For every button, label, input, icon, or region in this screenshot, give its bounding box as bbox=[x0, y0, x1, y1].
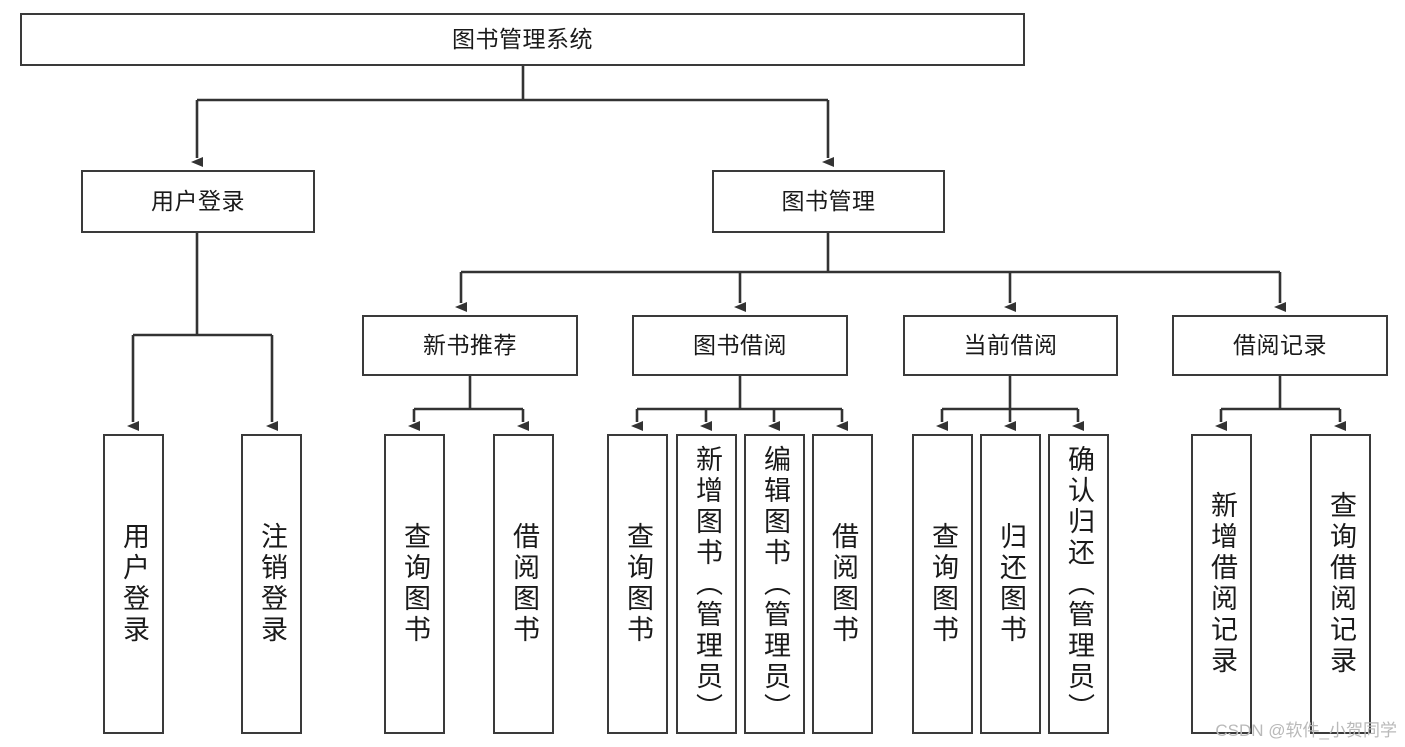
node-leaf-query-book-2[interactable]: 查询图书 bbox=[607, 434, 668, 734]
node-current-borrow[interactable]: 当前借阅 bbox=[903, 315, 1118, 376]
node-book-borrow-label: 图书借阅 bbox=[693, 331, 787, 358]
node-new-book-rec-label: 新书推荐 bbox=[423, 331, 517, 358]
node-leaf-borrow-book-1[interactable]: 借阅图书 bbox=[493, 434, 554, 734]
node-leaf-add-book-label: 新增图书（管理员） bbox=[692, 444, 722, 724]
node-leaf-edit-book[interactable]: 编辑图书（管理员） bbox=[744, 434, 805, 734]
node-leaf-borrow-book-2[interactable]: 借阅图书 bbox=[812, 434, 873, 734]
node-leaf-query-book-1[interactable]: 查询图书 bbox=[384, 434, 445, 734]
node-leaf-add-record[interactable]: 新增借阅记录 bbox=[1191, 434, 1252, 734]
node-leaf-add-book[interactable]: 新增图书（管理员） bbox=[676, 434, 737, 734]
node-book-borrow[interactable]: 图书借阅 bbox=[632, 315, 848, 376]
node-borrow-record[interactable]: 借阅记录 bbox=[1172, 315, 1388, 376]
node-leaf-confirm-return[interactable]: 确认归还（管理员） bbox=[1048, 434, 1109, 734]
node-leaf-user-login[interactable]: 用户登录 bbox=[103, 434, 164, 734]
node-leaf-query-book-3[interactable]: 查询图书 bbox=[912, 434, 973, 734]
node-leaf-query-record-label: 查询借阅记录 bbox=[1326, 491, 1356, 677]
node-book-manage[interactable]: 图书管理 bbox=[712, 170, 945, 233]
node-leaf-return-book[interactable]: 归还图书 bbox=[980, 434, 1041, 734]
node-leaf-logout[interactable]: 注销登录 bbox=[241, 434, 302, 734]
node-leaf-borrow-book-1-label: 借阅图书 bbox=[509, 522, 539, 646]
node-leaf-query-book-2-label: 查询图书 bbox=[623, 522, 653, 646]
node-user-login-label: 用户登录 bbox=[151, 187, 245, 214]
node-leaf-query-book-3-label: 查询图书 bbox=[928, 522, 958, 646]
node-root[interactable]: 图书管理系统 bbox=[20, 13, 1025, 66]
node-leaf-query-record[interactable]: 查询借阅记录 bbox=[1310, 434, 1371, 734]
node-leaf-query-book-1-label: 查询图书 bbox=[400, 522, 430, 646]
node-leaf-confirm-return-label: 确认归还（管理员） bbox=[1064, 444, 1094, 724]
node-leaf-add-record-label: 新增借阅记录 bbox=[1207, 491, 1237, 677]
node-leaf-logout-label: 注销登录 bbox=[257, 522, 287, 646]
node-new-book-rec[interactable]: 新书推荐 bbox=[362, 315, 578, 376]
node-leaf-return-book-label: 归还图书 bbox=[996, 522, 1026, 646]
node-current-borrow-label: 当前借阅 bbox=[963, 331, 1058, 358]
node-user-login[interactable]: 用户登录 bbox=[81, 170, 315, 233]
node-root-label: 图书管理系统 bbox=[452, 25, 593, 52]
node-leaf-borrow-book-2-label: 借阅图书 bbox=[828, 522, 858, 646]
node-leaf-edit-book-label: 编辑图书（管理员） bbox=[760, 444, 790, 724]
node-book-manage-label: 图书管理 bbox=[781, 187, 876, 214]
node-borrow-record-label: 借阅记录 bbox=[1233, 331, 1327, 358]
node-leaf-user-login-label: 用户登录 bbox=[119, 522, 149, 646]
